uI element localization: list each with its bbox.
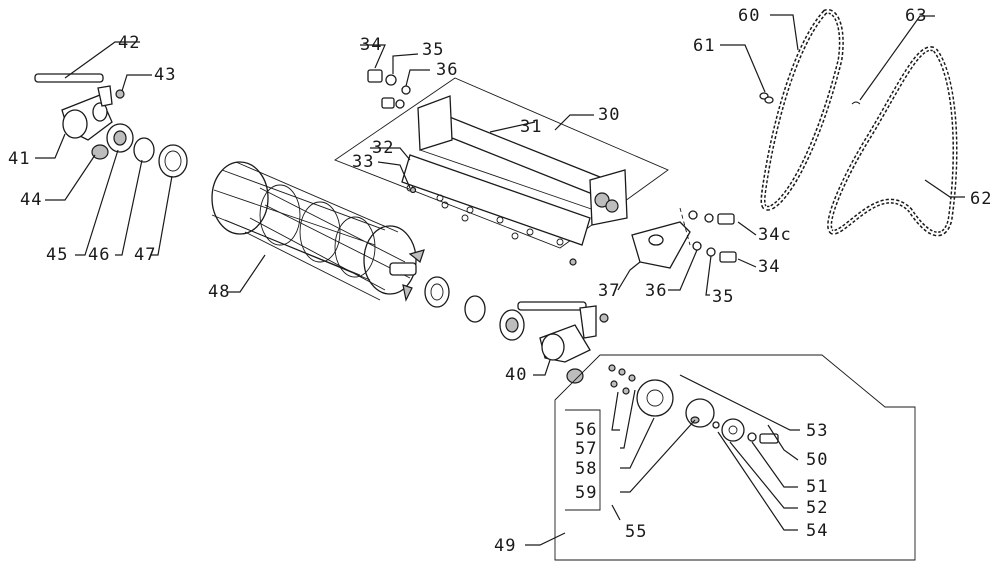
label-50: 50 — [806, 450, 828, 470]
label-36-right: 36 — [645, 281, 667, 301]
label-61: 61 — [693, 36, 715, 56]
label-56: 56 — [575, 420, 597, 440]
label-42: 42 — [118, 33, 140, 53]
label-44: 44 — [20, 190, 42, 210]
label-45: 45 — [46, 245, 68, 265]
label-62: 62 — [970, 189, 992, 209]
chains — [759, 8, 958, 237]
label-32: 32 — [372, 138, 394, 158]
label-34c: 34c — [758, 225, 792, 245]
label-41: 41 — [8, 149, 30, 169]
label-60: 60 — [738, 6, 760, 26]
label-34-top: 34 — [360, 35, 382, 55]
label-35-right: 35 — [712, 287, 734, 307]
label-52: 52 — [806, 498, 828, 518]
label-33: 33 — [352, 152, 374, 172]
hardware-right — [631, 207, 737, 269]
label-57: 57 — [575, 439, 597, 459]
label-54: 54 — [806, 521, 828, 541]
label-59: 59 — [575, 483, 597, 503]
label-49: 49 — [494, 536, 516, 556]
label-58: 58 — [575, 459, 597, 479]
label-37: 37 — [598, 281, 620, 301]
label-47: 47 — [134, 245, 156, 265]
label-53: 53 — [806, 421, 828, 441]
label-30: 30 — [598, 105, 620, 125]
hardware-top-left — [367, 69, 411, 109]
part-labels: 42 43 41 44 45 46 47 48 34 35 36 31 30 3… — [8, 6, 992, 556]
label-40: 40 — [505, 365, 527, 385]
label-35-top: 35 — [422, 40, 444, 60]
reel-cylinder — [211, 161, 425, 302]
leader-lines — [35, 14, 965, 546]
label-51: 51 — [806, 477, 828, 497]
label-43: 43 — [154, 65, 176, 85]
bedknife-assembly — [334, 77, 669, 266]
label-31: 31 — [520, 117, 542, 137]
left-bearing-group — [34, 73, 188, 178]
right-bearing-group — [424, 276, 609, 384]
label-36-top: 36 — [436, 60, 458, 80]
label-48: 48 — [208, 282, 230, 302]
drive-assembly-group — [554, 354, 916, 561]
label-34-right: 34 — [758, 257, 780, 277]
label-46: 46 — [88, 245, 110, 265]
label-55: 55 — [625, 522, 647, 542]
label-63: 63 — [905, 6, 927, 26]
